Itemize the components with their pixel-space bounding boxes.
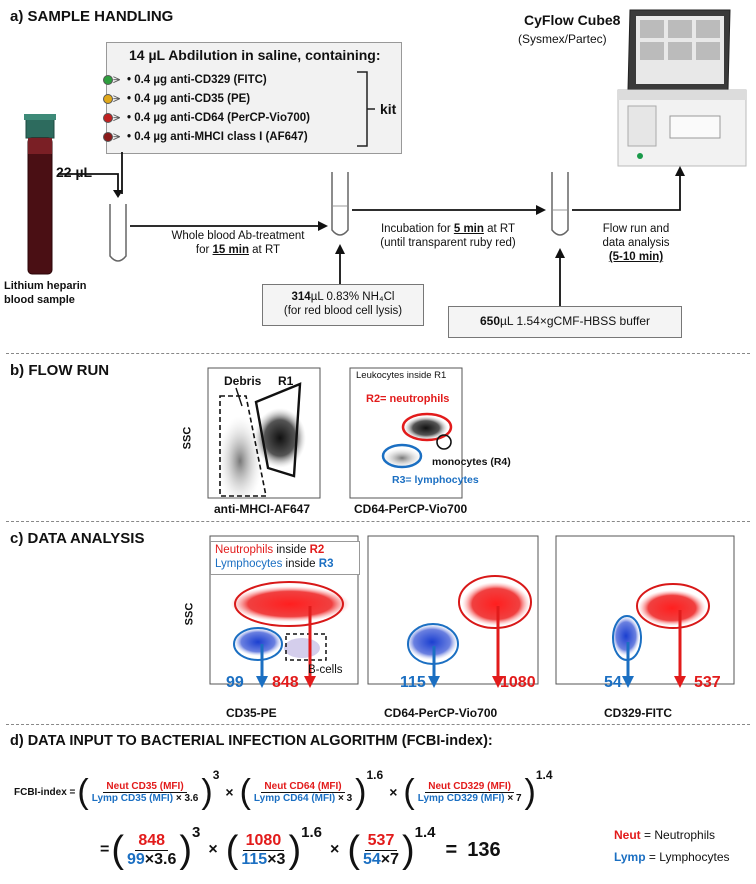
section-d-title: d) DATA INPUT TO BACTERIAL INFECTION ALG… bbox=[10, 733, 493, 749]
lysis-box: 314µL 0.83% NH₄Cl (for red blood cell ly… bbox=[262, 284, 424, 326]
plot1-xlabel: anti-MHCI-AF647 bbox=[214, 502, 311, 516]
antibody-dilution-box: 14 µL Abdilution in saline, containing: … bbox=[103, 42, 402, 154]
section-divider bbox=[6, 353, 750, 354]
r1-label: R1 bbox=[278, 374, 294, 388]
kit-label: kit bbox=[380, 101, 397, 117]
sample-label-2: blood sample bbox=[4, 294, 75, 306]
fluorochrome-dot-icon bbox=[103, 75, 113, 85]
neut-mfi-cd64: 1080 bbox=[500, 674, 536, 691]
fluorochrome-dot-icon bbox=[103, 113, 113, 123]
fluorochrome-dot-icon bbox=[103, 132, 113, 142]
plot-c-legend: Neutrophils inside R2 Lymphocytes inside… bbox=[210, 541, 360, 575]
section-b-title: b) FLOW RUN bbox=[10, 362, 110, 379]
lymp-mfi-cd329: 54 bbox=[604, 674, 622, 691]
section-c-title: c) DATA ANALYSIS bbox=[10, 530, 145, 547]
plot2-title: Leukocytes inside R1 bbox=[356, 370, 447, 381]
plot-c2-xlabel: CD64-PerCP-Vio700 bbox=[384, 706, 498, 720]
buffer-box: 650µL 1.54×gCMF-HBSS buffer bbox=[448, 306, 682, 338]
abbrev-legend-neut: Neut = Neutrophils bbox=[614, 828, 716, 842]
section-a-title: a) SAMPLE HANDLING bbox=[10, 8, 174, 25]
antibody-list: ⪫ • 0.4 µg anti-CD329 (FITC) ⪫ • 0.4 µg … bbox=[103, 71, 367, 147]
sample-label-1: Lithium heparin bbox=[4, 280, 87, 292]
kit-bracket bbox=[357, 71, 375, 147]
antibody-item: ⪫ • 0.4 µg anti-CD35 (PE) bbox=[103, 90, 367, 109]
section-divider bbox=[6, 724, 750, 725]
antibody-y-icon: ⪫ bbox=[113, 71, 121, 86]
cyflow-instrument-image bbox=[617, 9, 747, 167]
fcbi-formula: FCBI-index = ( Neut CD35 (MFI)Lymp CD35 … bbox=[14, 768, 553, 811]
neutrophils-gate-label: R2= neutrophils bbox=[366, 393, 450, 405]
lymp-mfi-cd35: 99 bbox=[226, 674, 244, 691]
volume-label: 22 µL bbox=[56, 164, 93, 180]
bcells-label: B-cells bbox=[308, 664, 343, 676]
step3-text: Flow run and data analysis (5-10 min) bbox=[602, 223, 670, 263]
neut-mfi-cd35: 848 bbox=[272, 674, 299, 691]
plot1-ylabel: SSC bbox=[181, 426, 194, 450]
lymp-mfi-cd64: 115 bbox=[400, 674, 426, 691]
workflow-diagram bbox=[24, 114, 685, 306]
step1-text: Whole blood Ab-treatment for 15 min at R… bbox=[171, 230, 305, 256]
fcbi-label: FCBI-index = bbox=[14, 786, 76, 798]
fluorochrome-dot-icon bbox=[103, 94, 113, 104]
instrument-name: CyFlow Cube8 bbox=[524, 12, 621, 28]
lymphocytes-gate-label: R3= lymphocytes bbox=[392, 474, 479, 486]
antibody-item: ⪫ • 0.4 µg anti-CD64 (PerCP-Vio700) bbox=[103, 109, 367, 128]
formula-term-cd35: Neut CD35 (MFI)Lymp CD35 (MFI) × 3.6 bbox=[91, 780, 199, 804]
antibody-item: ⪫ • 0.4 µg anti-CD329 (FITC) bbox=[103, 71, 367, 90]
flow-run-plots bbox=[207, 367, 463, 506]
step2-text: Incubation for 5 min at RT (until transp… bbox=[380, 223, 516, 249]
plot2-xlabel: CD64-PerCP-Vio700 bbox=[354, 502, 468, 516]
fcbi-result: 136 bbox=[467, 838, 501, 861]
antibody-y-icon: ⪫ bbox=[113, 128, 121, 143]
section-divider bbox=[6, 521, 750, 522]
antibody-item: ⪫ • 0.4 µg anti-MHCI class I (AF647) bbox=[103, 128, 367, 147]
debris-label: Debris bbox=[224, 374, 262, 388]
abbrev-legend-lymp: Lymp = Lymphocytes bbox=[614, 850, 730, 864]
formula-term-cd64: Neut CD64 (MFI)Lymp CD64 (MFI) × 3 bbox=[253, 780, 353, 804]
blood-tube-icon bbox=[24, 114, 56, 275]
dilution-title: 14 µL Abdilution in saline, containing: bbox=[129, 47, 381, 63]
plot-c1-xlabel: CD35-PE bbox=[226, 706, 277, 720]
antibody-y-icon: ⪫ bbox=[113, 109, 121, 124]
instrument-maker: (Sysmex/Partec) bbox=[518, 32, 607, 46]
plot-c-ylabel: SSC bbox=[183, 602, 196, 626]
neut-mfi-cd329: 537 bbox=[694, 674, 721, 691]
antibody-y-icon: ⪫ bbox=[113, 90, 121, 105]
monocytes-gate-label: monocytes (R4) bbox=[432, 456, 511, 468]
plot-c3-xlabel: CD329-FITC bbox=[604, 706, 673, 720]
formula-term-cd329: Neut CD329 (MFI)Lymp CD329 (MFI) × 7 bbox=[417, 780, 522, 804]
